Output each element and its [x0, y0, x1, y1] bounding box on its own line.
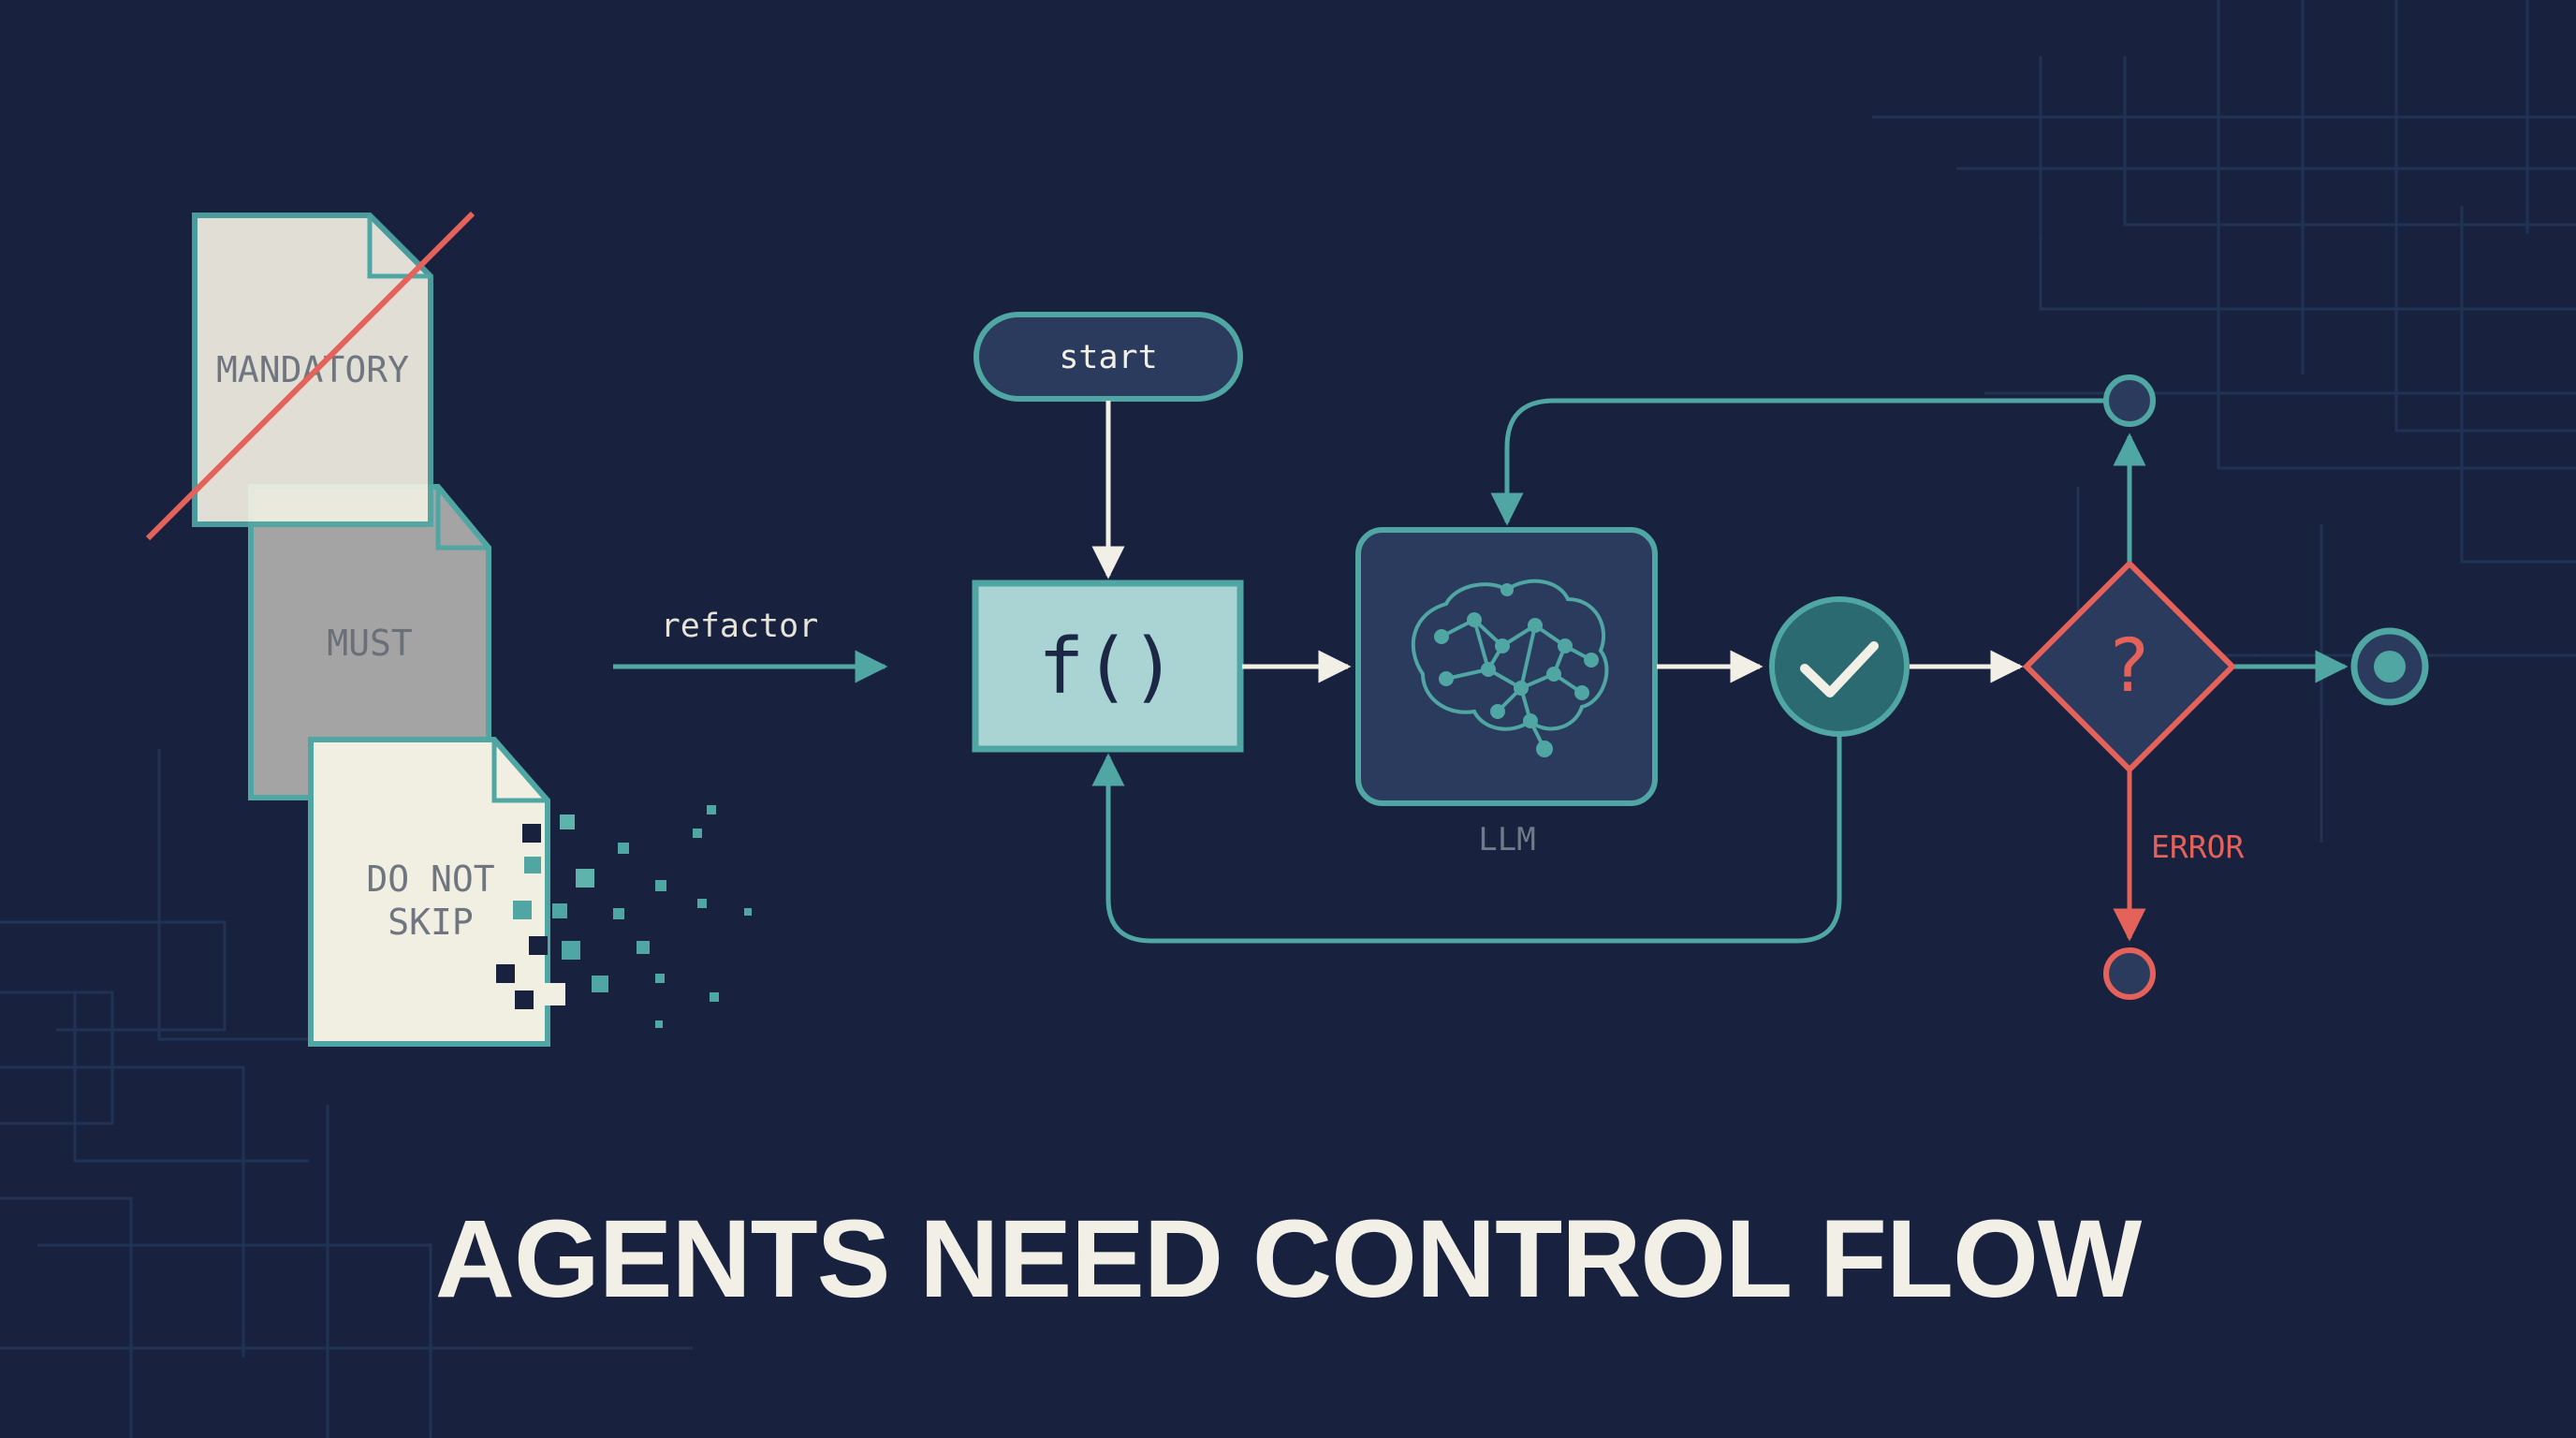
function-label: f() — [1038, 623, 1177, 712]
pixel-dissolve — [496, 805, 752, 1028]
end-node — [2350, 627, 2429, 706]
check-icon — [1800, 641, 1879, 697]
loop-top-node — [2103, 374, 2156, 427]
page-title: AGENTS NEED CONTROL FLOW — [435, 1197, 2143, 1321]
start-label: start — [1059, 339, 1157, 376]
decision-label: ? — [2110, 624, 2148, 709]
strike-line-icon — [145, 211, 476, 541]
decision-node: ? — [2022, 559, 2237, 774]
llm-node: LLM — [1355, 527, 1658, 858]
check-node — [1769, 596, 1910, 737]
error-node — [2103, 947, 2156, 1000]
refactor-arrow: refactor — [613, 608, 888, 683]
doc-must-label: MUST — [327, 623, 413, 664]
doc-do-not-label-2: SKIP — [388, 902, 474, 943]
function-node: f() — [972, 580, 1244, 753]
llm-label: LLM — [1478, 821, 1535, 858]
brain-nodes — [1434, 583, 1599, 757]
doc-do-not-label-1: DO NOT — [366, 858, 494, 900]
refactor-label: refactor — [661, 608, 819, 645]
start-node: start — [973, 312, 1243, 402]
doc-mandatory: MANDATORY — [145, 211, 476, 541]
retry-loop-arrow — [1091, 736, 1842, 944]
decision-loop-arrow — [1490, 398, 2105, 526]
doc-do-not-skip: DO NOT SKIP — [308, 737, 550, 1047]
error-label: ERROR — [2151, 829, 2244, 865]
